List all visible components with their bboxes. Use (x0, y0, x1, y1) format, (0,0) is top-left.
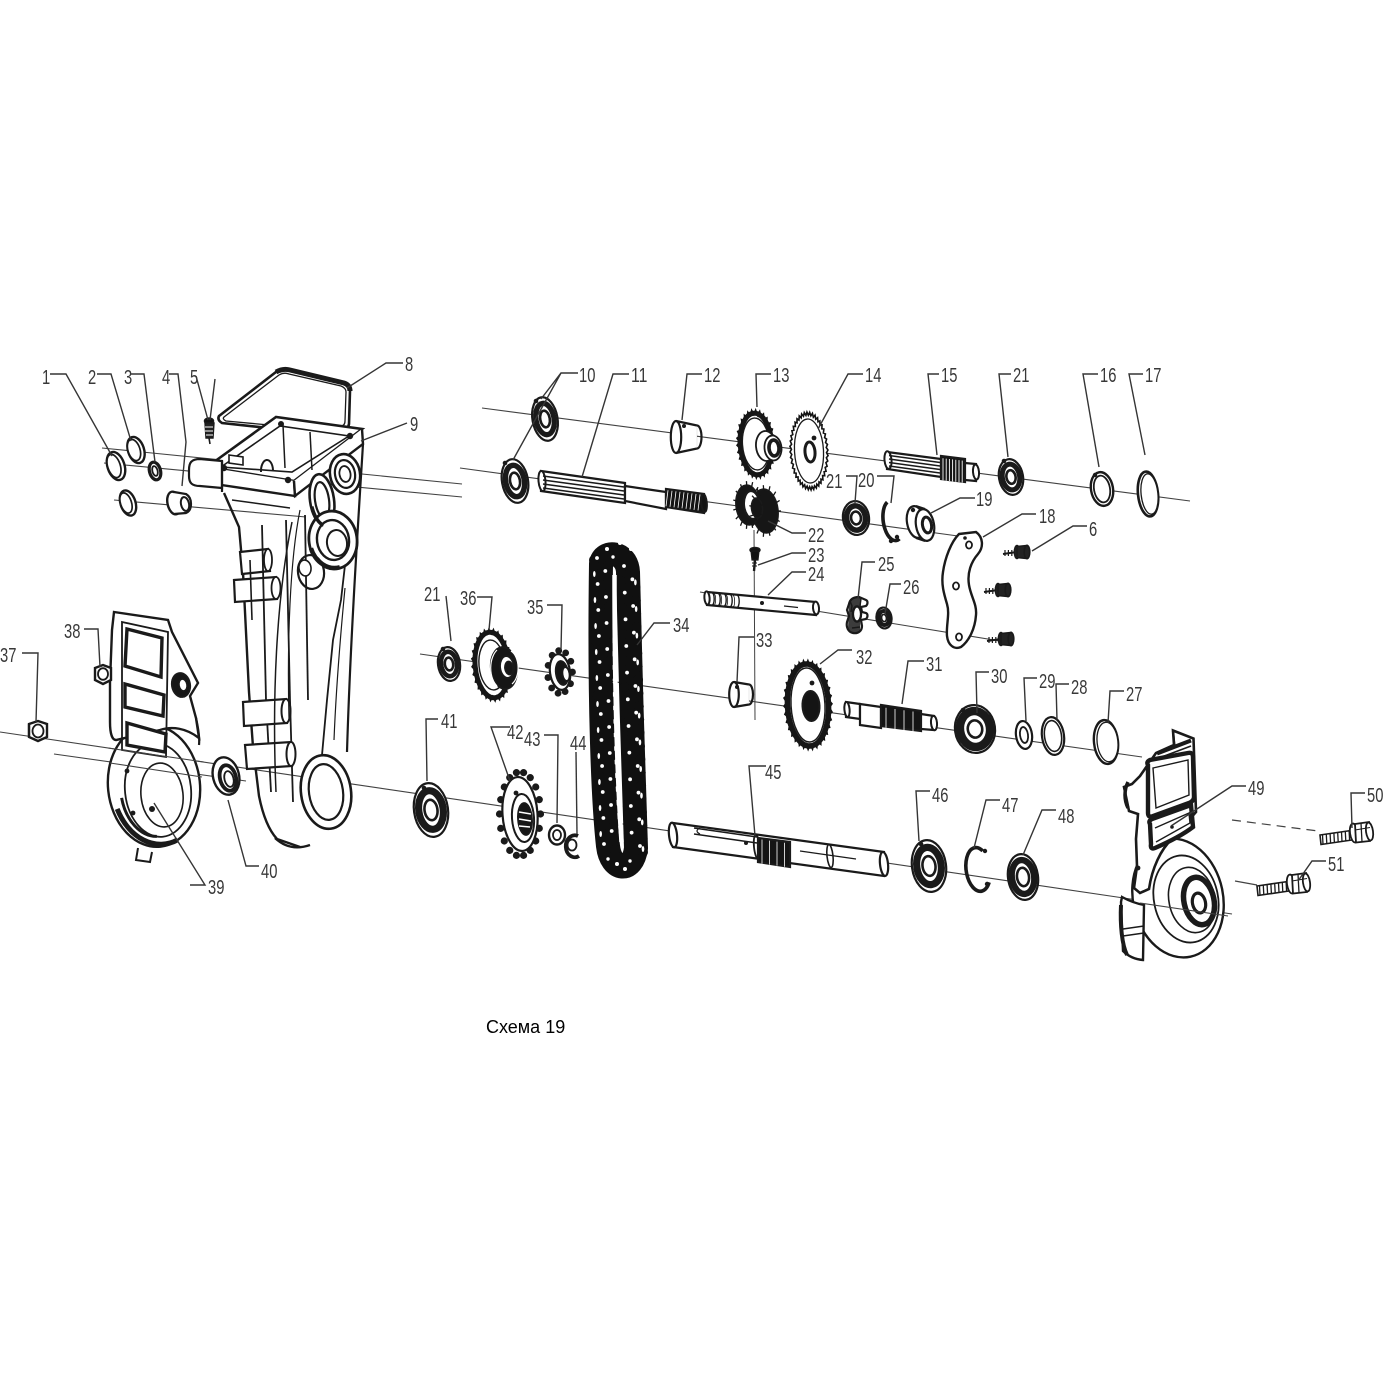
svg-text:24: 24 (808, 564, 824, 586)
svg-text:39: 39 (208, 877, 224, 899)
svg-text:6: 6 (1089, 519, 1097, 541)
svg-text:26: 26 (903, 577, 919, 599)
svg-text:38: 38 (64, 621, 80, 643)
svg-text:1: 1 (42, 367, 50, 389)
svg-text:43: 43 (524, 729, 540, 751)
svg-text:14: 14 (865, 365, 881, 387)
svg-text:31: 31 (926, 654, 942, 676)
svg-text:37: 37 (0, 645, 16, 667)
svg-text:10: 10 (579, 365, 595, 387)
svg-text:21: 21 (1013, 365, 1029, 387)
svg-text:29: 29 (1039, 671, 1055, 693)
svg-text:33: 33 (756, 630, 772, 652)
svg-text:34: 34 (673, 615, 689, 637)
svg-text:5: 5 (190, 367, 198, 389)
svg-text:30: 30 (991, 666, 1007, 688)
svg-text:35: 35 (527, 597, 543, 619)
svg-text:19: 19 (976, 489, 992, 511)
svg-text:22: 22 (808, 525, 824, 547)
svg-text:9: 9 (410, 414, 418, 436)
svg-text:21: 21 (826, 471, 842, 493)
svg-text:17: 17 (1145, 365, 1161, 387)
svg-text:4: 4 (162, 367, 170, 389)
svg-text:47: 47 (1002, 795, 1018, 817)
svg-text:3: 3 (124, 367, 132, 389)
svg-text:25: 25 (878, 554, 894, 576)
svg-text:11: 11 (631, 365, 647, 387)
svg-text:50: 50 (1367, 785, 1383, 807)
svg-text:12: 12 (704, 365, 720, 387)
svg-text:45: 45 (765, 762, 781, 784)
svg-text:32: 32 (856, 647, 872, 669)
svg-text:48: 48 (1058, 806, 1074, 828)
svg-text:15: 15 (941, 365, 957, 387)
svg-text:8: 8 (405, 354, 413, 376)
svg-text:27: 27 (1126, 684, 1142, 706)
svg-text:18: 18 (1039, 506, 1055, 528)
svg-text:42: 42 (507, 722, 523, 744)
svg-text:Схема 19: Схема 19 (486, 1017, 565, 1037)
svg-text:40: 40 (261, 861, 277, 883)
svg-text:41: 41 (441, 711, 457, 733)
svg-text:2: 2 (88, 367, 96, 389)
svg-text:21: 21 (424, 584, 440, 606)
svg-text:46: 46 (932, 785, 948, 807)
svg-text:28: 28 (1071, 677, 1087, 699)
svg-text:36: 36 (460, 588, 476, 610)
svg-text:44: 44 (570, 733, 586, 755)
svg-text:51: 51 (1328, 854, 1344, 876)
svg-text:13: 13 (773, 365, 789, 387)
svg-text:49: 49 (1248, 778, 1264, 800)
svg-text:23: 23 (808, 545, 824, 567)
svg-text:16: 16 (1100, 365, 1116, 387)
svg-text:20: 20 (858, 470, 874, 492)
